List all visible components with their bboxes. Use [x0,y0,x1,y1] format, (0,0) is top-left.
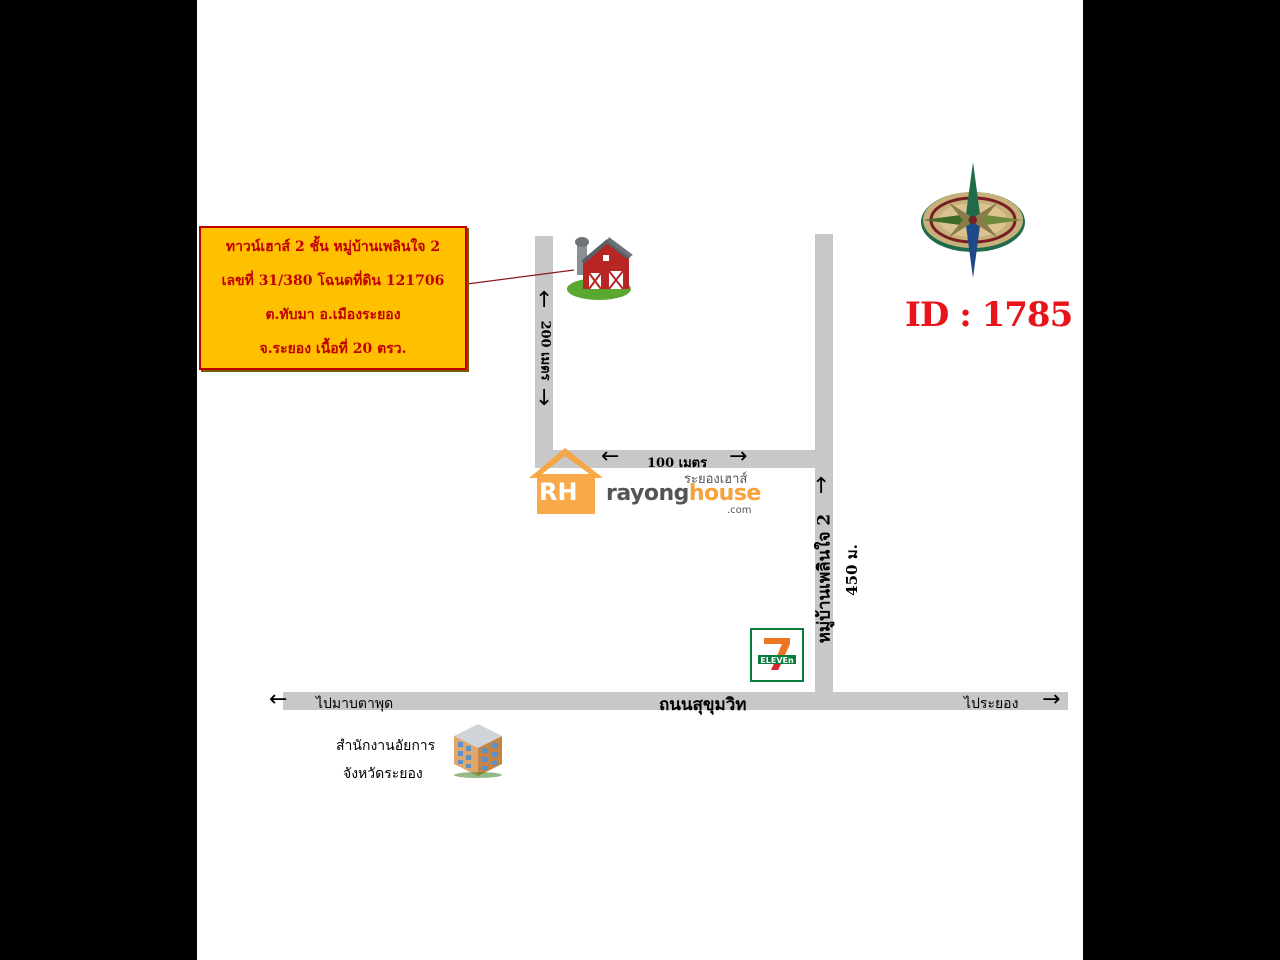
info-line-2: เลขที่ 31/380 โฉนดที่ดิน 121706 [221,273,445,289]
office-label-line2: จังหวัดระยอง [343,766,423,782]
arrow-up-village: ↑ [812,474,831,499]
arrow-right-rayong: → [1042,687,1061,712]
compass-icon [921,162,1025,278]
arrow-left-100: ← [601,444,620,469]
watermark-brand: rayonghouse [606,481,761,506]
seven-eleven-text: ELEVEn [760,656,794,665]
to-rayong-label: ไประยอง [964,696,1019,712]
property-info-box: ทาวน์เฮาส์ 2 ชั้น หมู่บ้านเพลินใจ 2 เลขท… [199,226,467,370]
arrow-down-200: ↓ [535,386,554,411]
info-line-1: ทาวน์เฮาส์ 2 ชั้น หมู่บ้านเพลินใจ 2 [225,239,441,255]
leader-line [466,269,575,285]
watermark-brand-b: house [688,481,761,506]
road-village-vertical [815,234,833,710]
watermark-thai: ระยองเฮาส์ [684,472,748,487]
to-mabtaphut-label: ไปมาบตาพุด [316,696,394,712]
village-road-label: หมู่บ้านเพลินใจ 2 [814,513,835,644]
arrow-up-200: ↑ [535,288,554,313]
house-watermark-icon [529,448,603,514]
distance-200-label: 200 เมตร [537,320,553,381]
distance-450-label: 450 ม. [843,544,861,596]
watermark-brand-a: rayong [606,481,689,506]
arrow-left-mabtaphut: ← [269,687,288,712]
listing-id-label: ID : 1785 [905,295,1073,335]
road-left-vertical [535,236,553,467]
office-label-line1: สำนักงานอัยการ [336,738,436,754]
sukhumvit-road-label: ถนนสุขุมวิท [659,695,747,715]
building-icon [454,724,502,778]
road-connector [535,450,833,468]
watermark-initials: RH [539,478,578,506]
barn-icon [567,237,633,300]
info-line-4: จ.ระยอง เนื้อที่ 20 ตรว. [259,341,407,357]
watermark-domain: .com [727,505,752,516]
map-canvas [197,0,1083,960]
seven-eleven-icon: ELEVEn [750,628,804,682]
arrow-right-100: → [729,444,748,469]
distance-100-label: 100 เมตร [647,456,708,471]
road-sukhumvit [283,692,1068,710]
info-line-3: ต.ทับมา อ.เมืองระยอง [265,307,401,323]
